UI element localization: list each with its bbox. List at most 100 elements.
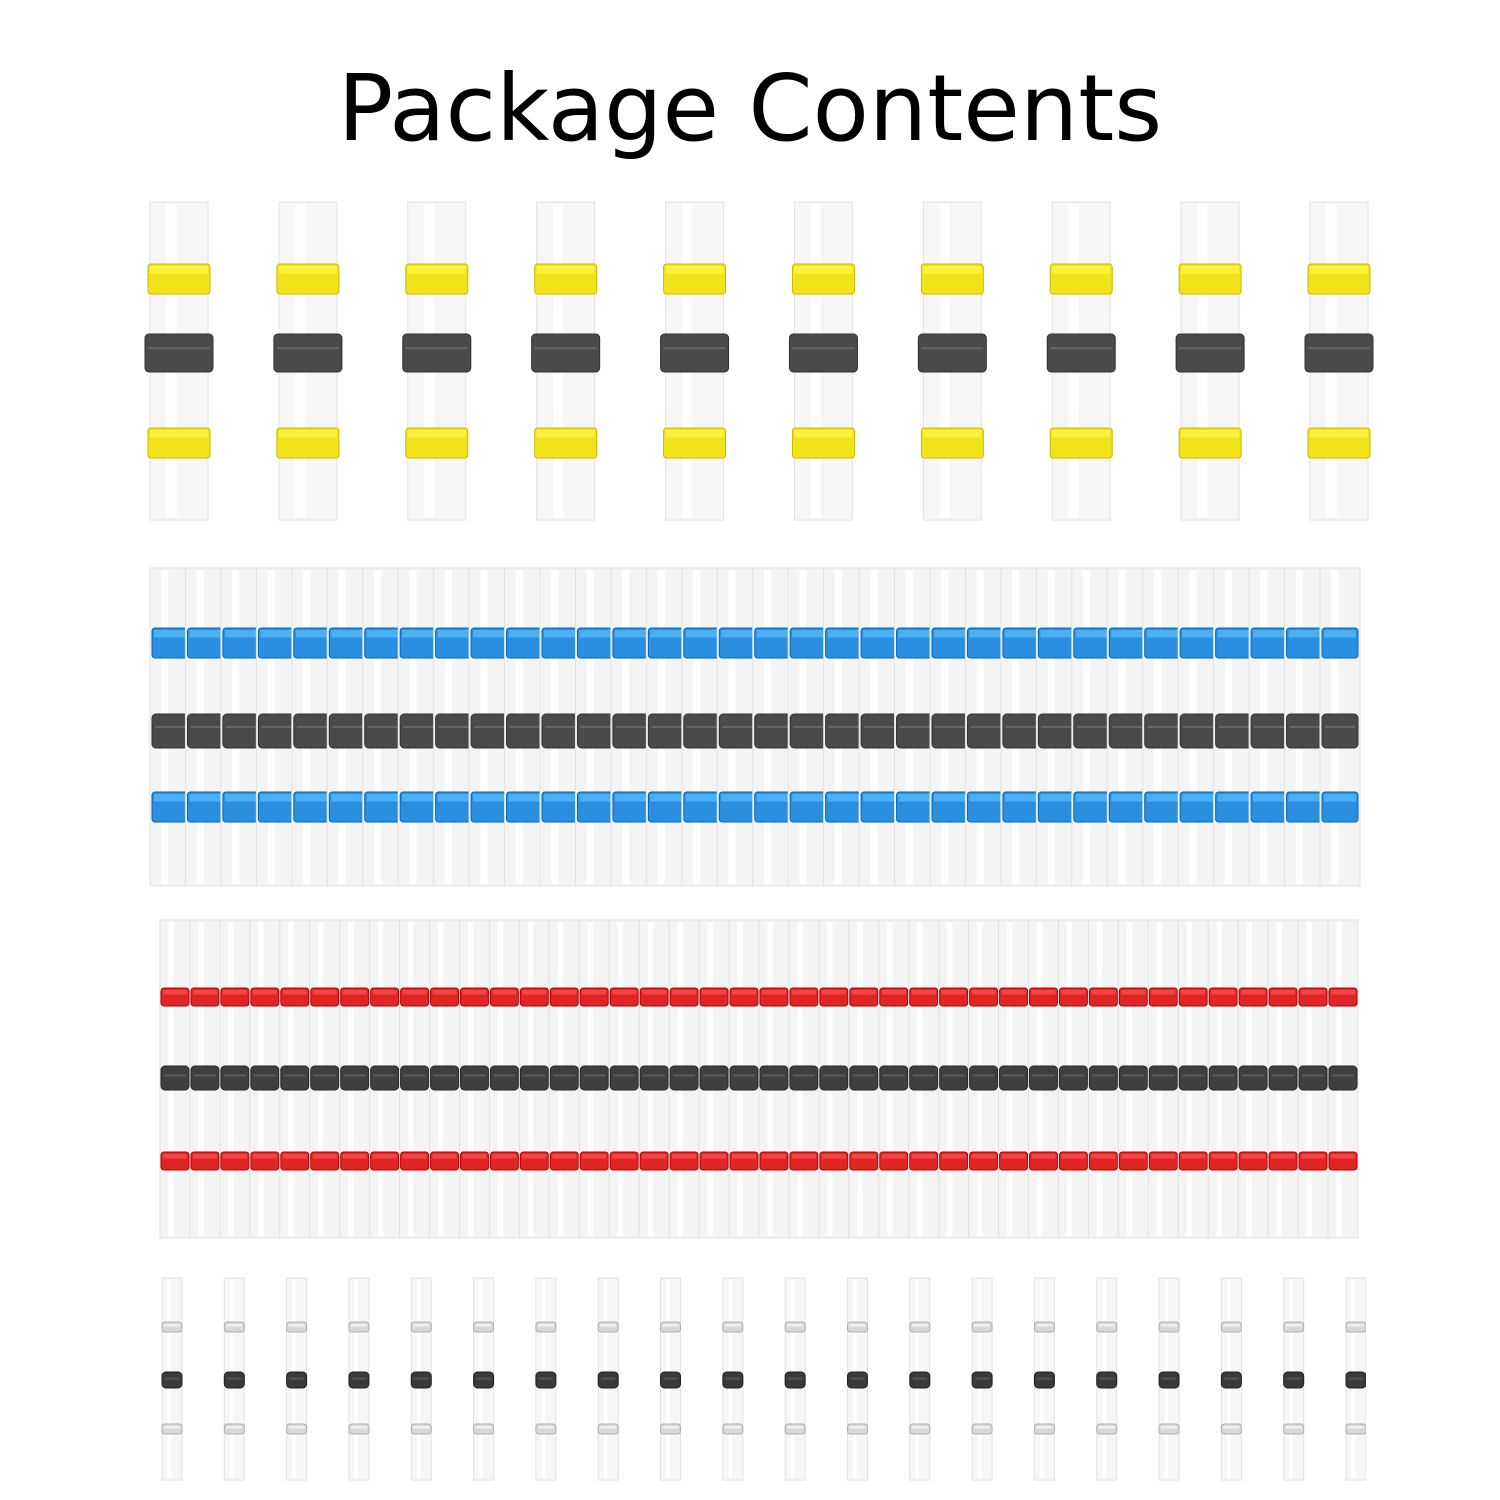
red-solder-ring xyxy=(669,1065,699,1091)
blue-solder-ring xyxy=(860,713,898,749)
red-solder-texture xyxy=(972,1074,995,1077)
clear-seal-band xyxy=(1096,1321,1118,1333)
blue-connector xyxy=(1213,567,1255,887)
blue-solder-texture xyxy=(155,725,185,728)
blue-seal-band-shine xyxy=(898,794,931,802)
blue-seal-band-shine xyxy=(402,794,435,802)
red-seal-band-shine xyxy=(1001,990,1026,995)
red-seal-band-shine xyxy=(282,1154,307,1159)
clear-connector xyxy=(286,1277,308,1481)
red-seal-band-shine xyxy=(492,1154,517,1159)
red-seal-band-shine xyxy=(552,1154,577,1159)
blue-seal-band-shine xyxy=(721,794,754,802)
clear-connector-group xyxy=(156,1276,1366,1482)
red-solder-ring xyxy=(699,1065,729,1091)
blue-solder-ring xyxy=(470,713,508,749)
red-seal-band-shine xyxy=(1091,990,1116,995)
blue-solder-texture xyxy=(509,725,540,728)
red-solder-ring xyxy=(759,1065,789,1091)
clear-solder-ring xyxy=(1283,1371,1305,1389)
red-seal-band-shine xyxy=(791,1154,816,1159)
blue-solder-texture xyxy=(686,725,717,728)
red-connector xyxy=(638,919,670,1239)
blue-solder-texture xyxy=(261,725,292,728)
red-seal-band-shine xyxy=(1271,990,1296,995)
blue-solder-texture xyxy=(864,725,895,728)
blue-solder-ring xyxy=(1250,713,1288,749)
red-seal-band-shine xyxy=(1031,990,1056,995)
blue-seal-band-shine xyxy=(366,794,399,802)
blue-solder-ring xyxy=(186,713,224,749)
clear-seal-band-shine xyxy=(1098,1324,1115,1327)
red-seal-band-shine xyxy=(312,1154,337,1159)
clear-solder-texture xyxy=(476,1377,491,1380)
red-solder-texture xyxy=(223,1074,246,1077)
red-solder-texture xyxy=(253,1074,276,1077)
blue-solder-texture xyxy=(615,725,646,728)
red-seal-band-shine xyxy=(1061,990,1086,995)
blue-seal-band-shine xyxy=(1004,794,1037,802)
blue-seal-band-shine xyxy=(685,794,718,802)
red-connector xyxy=(1057,919,1089,1239)
clear-connector xyxy=(473,1277,495,1481)
blue-connector xyxy=(645,567,687,887)
yellow-seal-band-shine xyxy=(1052,430,1111,438)
blue-solder-texture xyxy=(899,725,930,728)
red-seal-band-shine xyxy=(612,1154,637,1159)
blue-solder-ring xyxy=(257,713,295,749)
red-solder-ring xyxy=(310,1065,340,1091)
red-seal-band-shine xyxy=(941,990,966,995)
blue-seal-band-shine xyxy=(1288,630,1321,638)
page-title: Package Contents xyxy=(337,55,1163,162)
blue-solder-texture xyxy=(1289,725,1320,728)
clear-seal-band xyxy=(223,1321,245,1333)
blue-seal-band-shine xyxy=(1182,794,1215,802)
red-connector xyxy=(399,919,431,1239)
red-seal-band-shine xyxy=(552,990,577,995)
red-connector xyxy=(1267,919,1299,1239)
red-solder-ring xyxy=(220,1065,250,1091)
clear-seal-band-shine xyxy=(475,1324,492,1327)
blue-connector xyxy=(362,567,404,887)
red-connector xyxy=(1327,919,1359,1239)
clear-seal-band-shine xyxy=(350,1324,367,1327)
clear-solder-ring xyxy=(1096,1371,1118,1389)
red-solder-texture xyxy=(1002,1074,1025,1077)
blue-solder-ring xyxy=(1108,713,1146,749)
red-seal-band-shine xyxy=(402,990,427,995)
blue-seal-band-shine xyxy=(295,630,328,638)
clear-connector xyxy=(410,1277,432,1481)
red-solder-ring xyxy=(400,1065,430,1091)
blue-seal-band-shine xyxy=(1040,794,1073,802)
blue-solder-ring xyxy=(683,713,721,749)
clear-seal-band-shine xyxy=(475,1426,492,1429)
blue-seal-band-shine xyxy=(579,630,612,638)
red-solder-texture xyxy=(583,1074,606,1077)
red-seal-band-shine xyxy=(462,990,487,995)
yellow-seal-band-shine xyxy=(407,430,466,438)
red-solder-ring xyxy=(1208,1065,1238,1091)
blue-seal-band-shine xyxy=(1004,630,1037,638)
yellow-solder-ring xyxy=(402,333,472,373)
red-seal-band-shine xyxy=(911,1154,936,1159)
clear-connector xyxy=(971,1277,993,1481)
blue-seal-band-shine xyxy=(650,794,683,802)
blue-solder-texture xyxy=(793,725,824,728)
red-seal-band-shine xyxy=(1241,990,1266,995)
clear-seal-band xyxy=(846,1321,868,1333)
clear-seal-band xyxy=(161,1321,183,1333)
red-seal-band-shine xyxy=(1121,1154,1146,1159)
blue-seal-band-shine xyxy=(260,630,293,638)
red-seal-band-shine xyxy=(432,1154,457,1159)
blue-solder-ring xyxy=(328,713,366,749)
blue-solder-ring xyxy=(1215,713,1253,749)
blue-solder-texture xyxy=(332,725,363,728)
red-seal-band-shine xyxy=(1091,1154,1116,1159)
blue-solder-ring xyxy=(789,713,827,749)
blue-solder-ring xyxy=(647,713,685,749)
blue-connector xyxy=(1142,567,1184,887)
yellow-solder-texture xyxy=(534,347,597,350)
blue-seal-band-shine xyxy=(473,794,506,802)
yellow-solder-ring xyxy=(917,333,987,373)
clear-connector xyxy=(161,1277,183,1481)
